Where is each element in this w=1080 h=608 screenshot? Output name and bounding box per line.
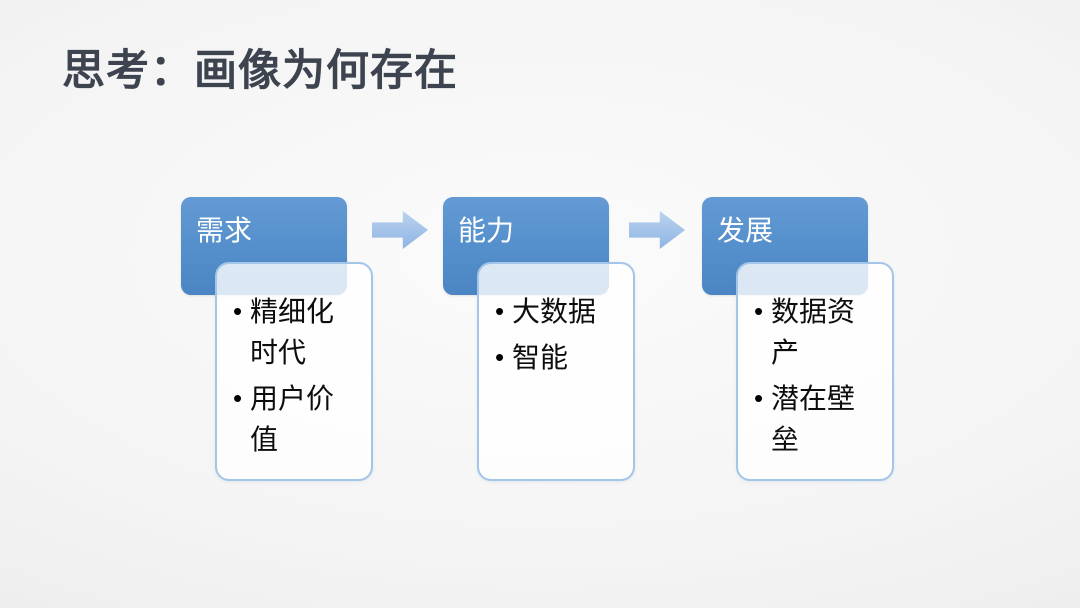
group-header-label: 发展 <box>717 215 774 246</box>
bullet-item: • 智能 <box>495 337 623 378</box>
page-title: 思考：画像为何存在 <box>62 47 458 95</box>
bullet-dot-icon: • <box>495 296 505 326</box>
bullet-item: • 数据资产 <box>754 291 882 373</box>
bullet-dot-icon: • <box>233 383 243 413</box>
group-content-card: • 精细化时代 • 用户价值 <box>215 262 373 481</box>
bullet-list: • 数据资产 • 潜在壁垒 <box>738 264 892 460</box>
bullet-item: • 用户价值 <box>233 378 361 460</box>
process-group-capability: 能力 • 大数据 • 智能 <box>443 197 853 487</box>
group-content-card: • 数据资产 • 潜在壁垒 <box>736 262 894 481</box>
bullet-dot-icon: • <box>754 383 764 413</box>
bullet-item: • 精细化时代 <box>233 291 361 373</box>
bullet-item: • 潜在壁垒 <box>754 378 882 460</box>
group-content-card: • 大数据 • 智能 <box>477 262 635 481</box>
bullet-dot-icon: • <box>233 296 243 326</box>
group-header-label: 需求 <box>196 215 253 246</box>
bullet-dot-icon: • <box>495 342 505 372</box>
bullet-item: • 大数据 <box>495 291 623 332</box>
group-header-label: 能力 <box>458 215 515 246</box>
bullet-dot-icon: • <box>754 296 764 326</box>
bullet-list: • 精细化时代 • 用户价值 <box>217 264 371 460</box>
process-group-demand: 需求 • 精细化时代 • 用户价值 <box>181 197 591 487</box>
process-group-development: 发展 • 数据资产 • 潜在壁垒 <box>702 197 1080 487</box>
bullet-list: • 大数据 • 智能 <box>479 264 633 378</box>
